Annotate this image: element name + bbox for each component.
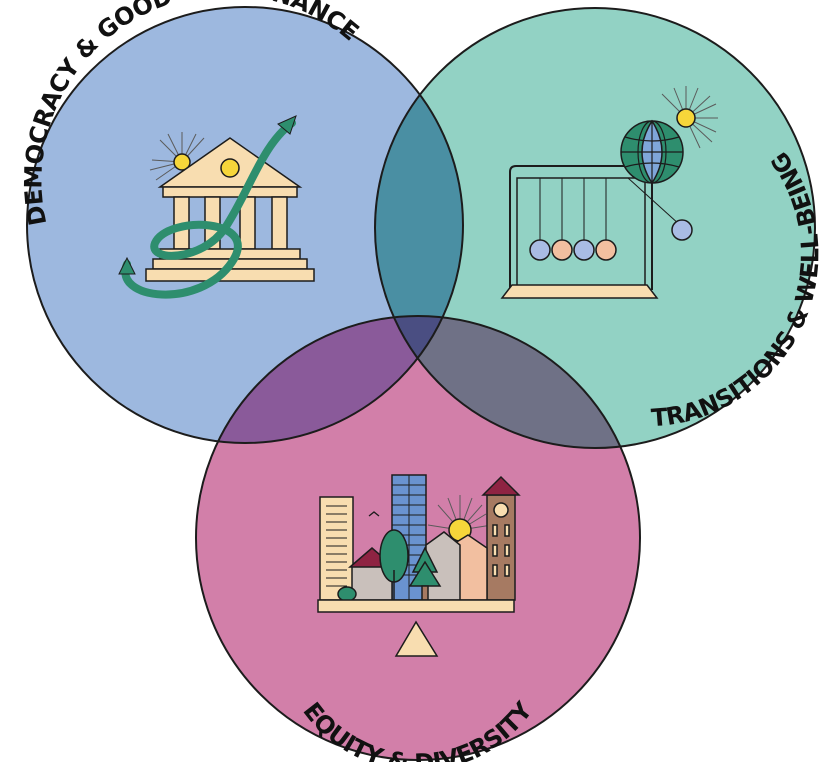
overlap-transitions-equity: [375, 316, 640, 448]
newtons-cradle-globe-icon: [500, 86, 718, 299]
overlap-democracy-equity: [196, 316, 463, 443]
balanced-city-icon: [317, 474, 521, 657]
classical-building-icon: [118, 115, 315, 299]
